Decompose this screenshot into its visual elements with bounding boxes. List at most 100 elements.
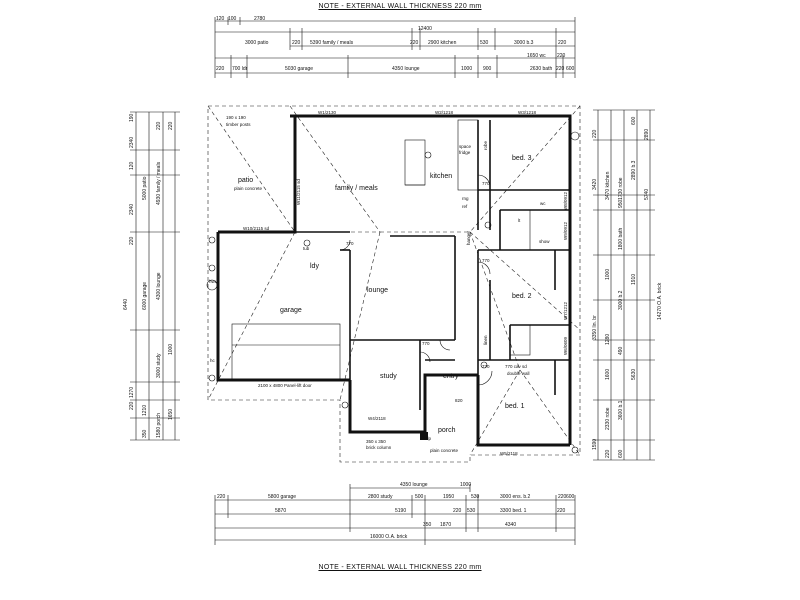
dim-b3-e: 220 (557, 508, 566, 514)
dim-overall-top: 12400 (418, 26, 432, 32)
dim-l-g: 220 (129, 401, 135, 410)
dim-t4-bath: 2630 bath (530, 66, 552, 72)
room-patio: patio (238, 177, 253, 184)
label-brick-column-2: brick column (366, 445, 392, 450)
dim-t4-e: 600 (566, 66, 575, 72)
label-w2: W2/1218 (435, 110, 454, 115)
marker-5 (570, 131, 580, 141)
label-tub: tub (303, 246, 310, 251)
dim-r-a0: 220 (592, 129, 598, 138)
dim-b2-b: 500 (415, 494, 424, 500)
dim-t1-b: 100 (228, 16, 237, 22)
label-w11: W11/2115 sd (296, 179, 301, 205)
dim-r-b0: 600 (631, 116, 637, 125)
dim-b4-b: 1870 (440, 522, 451, 528)
room-porch-sub: plain concrete (430, 448, 459, 453)
dim-r-b15: 5630 (631, 369, 637, 380)
room-lounge: lounge (367, 287, 388, 294)
dim-t4-a: 220 (216, 66, 225, 72)
dim-l-porch: 1580 porch (156, 413, 162, 438)
dim-b4-a: 350 (423, 522, 432, 528)
dim-t1-c: 2780 (254, 16, 265, 22)
dim-r-b6: 1000 (605, 269, 611, 280)
external-walls (216, 114, 572, 447)
label-hanger: hanger (466, 230, 471, 245)
dim-t2-c: 530 (480, 40, 489, 46)
marker-hwu (206, 279, 218, 291)
label-door-770b: 770 (482, 181, 490, 186)
label-w7: W7/1212 (563, 301, 568, 320)
dim-b1-a: 1000 (460, 482, 471, 488)
marker-1 (208, 236, 216, 244)
dim-l-j: 220 (156, 121, 162, 130)
label-cav-sd: 770 cav sd (505, 364, 527, 369)
left-dimensions: 190 2340 120 2340 220 1270 220 1210 350 … (123, 111, 180, 441)
dim-l-m: 1650 (168, 409, 174, 420)
room-study: study (380, 373, 397, 380)
dim-r-b16: 1590 (592, 439, 598, 450)
dim-t4-ldr: 700 ldr (232, 66, 248, 72)
dim-r-a3: 1730 robe (618, 177, 624, 200)
label-rng: rng (462, 196, 469, 201)
dim-t2-kitchen: 2900 kitchen (428, 40, 457, 46)
dim-t4-lounge: 4350 lounge (392, 66, 420, 72)
room-kitchen: kitchen (430, 173, 452, 180)
dim-r-b14: 3600 b.1 (618, 400, 624, 420)
dim-l-i: 350 (142, 429, 148, 438)
bathroom-fixtures (303, 209, 531, 369)
top-dimensions: 120 100 2780 12400 3000 patio 220 5390 f… (214, 16, 576, 78)
dim-l-k: 1000 (168, 344, 174, 355)
label-robe: robe (483, 140, 488, 150)
label-wc: wc (540, 201, 546, 206)
dim-l-garage: 6000 garage (142, 282, 148, 310)
dim-r-a1: 3420 (592, 179, 598, 190)
dim-t3-a: 220 (557, 53, 566, 59)
bottom-dimensions: 4350 lounge 1000 220 5800 garage 2800 st… (214, 482, 576, 545)
label-fridge: fridge (459, 150, 471, 155)
dim-r-b2: 2890 b.3 (631, 160, 637, 180)
label-dp: dp (426, 436, 432, 441)
label-shower: show (539, 239, 550, 244)
label-hc: hc (210, 358, 216, 363)
dim-b3-d: 530 (467, 508, 476, 514)
right-dimensions: 220 3420 3470 kitchen 1730 robe 600 2890… (592, 109, 663, 461)
label-hwu: hwu (209, 279, 218, 284)
dim-r-a2: 3470 kitchen (605, 171, 611, 200)
dim-l-study: 3000 study (156, 353, 162, 378)
dim-r-b5: 1800 bath (618, 228, 624, 250)
dim-r-b1: 2890 (644, 129, 650, 140)
dim-b4-c: 4340 (505, 522, 516, 528)
dim-t2-b: 220 (410, 40, 419, 46)
label-w10: W10/2115 sd (243, 226, 270, 231)
internal-walls (295, 120, 570, 410)
label-w5: W5/2118 (500, 451, 518, 456)
label-door-770d: 770 (422, 341, 430, 346)
dim-b2-c: 1950 (443, 494, 454, 500)
label-door-770e: 770 (482, 364, 490, 369)
marker-6 (571, 446, 579, 454)
dim-t4-garage: 5030 garage (285, 66, 313, 72)
label-brick-column: 350 x 350 (366, 439, 386, 444)
dim-r-b11: 490 (618, 346, 624, 355)
room-entry: entry (443, 373, 459, 380)
room-bed3: bed. 3 (512, 155, 532, 162)
dim-r-b9: 3000 b.2 (618, 290, 624, 310)
dim-b3-b: 5190 (395, 508, 406, 514)
marker-4 (424, 151, 432, 159)
label-w9: W9/0912 (563, 221, 568, 240)
dim-r-b4: 5740 (644, 189, 650, 200)
label-garage-door: 2100 x 4800 Panel-lift door (258, 383, 312, 388)
label-lt: lt (518, 218, 521, 223)
label-linen: linen (483, 335, 488, 345)
dim-l-patio: 5000 patio (142, 176, 148, 200)
room-patio-sub: plain concrete (234, 186, 263, 191)
dim-l-overall: 6440 (123, 299, 129, 310)
dim-t4-c: 900 (483, 66, 492, 72)
dim-l-family: 4930 family / meals (156, 161, 162, 205)
dim-l-e: 220 (129, 236, 135, 245)
dim-b2-f: 600 (566, 494, 575, 500)
dim-l-f: 1270 (129, 387, 135, 398)
dim-r-b7: 1910 (631, 274, 637, 285)
dim-t2-a: 220 (292, 40, 301, 46)
